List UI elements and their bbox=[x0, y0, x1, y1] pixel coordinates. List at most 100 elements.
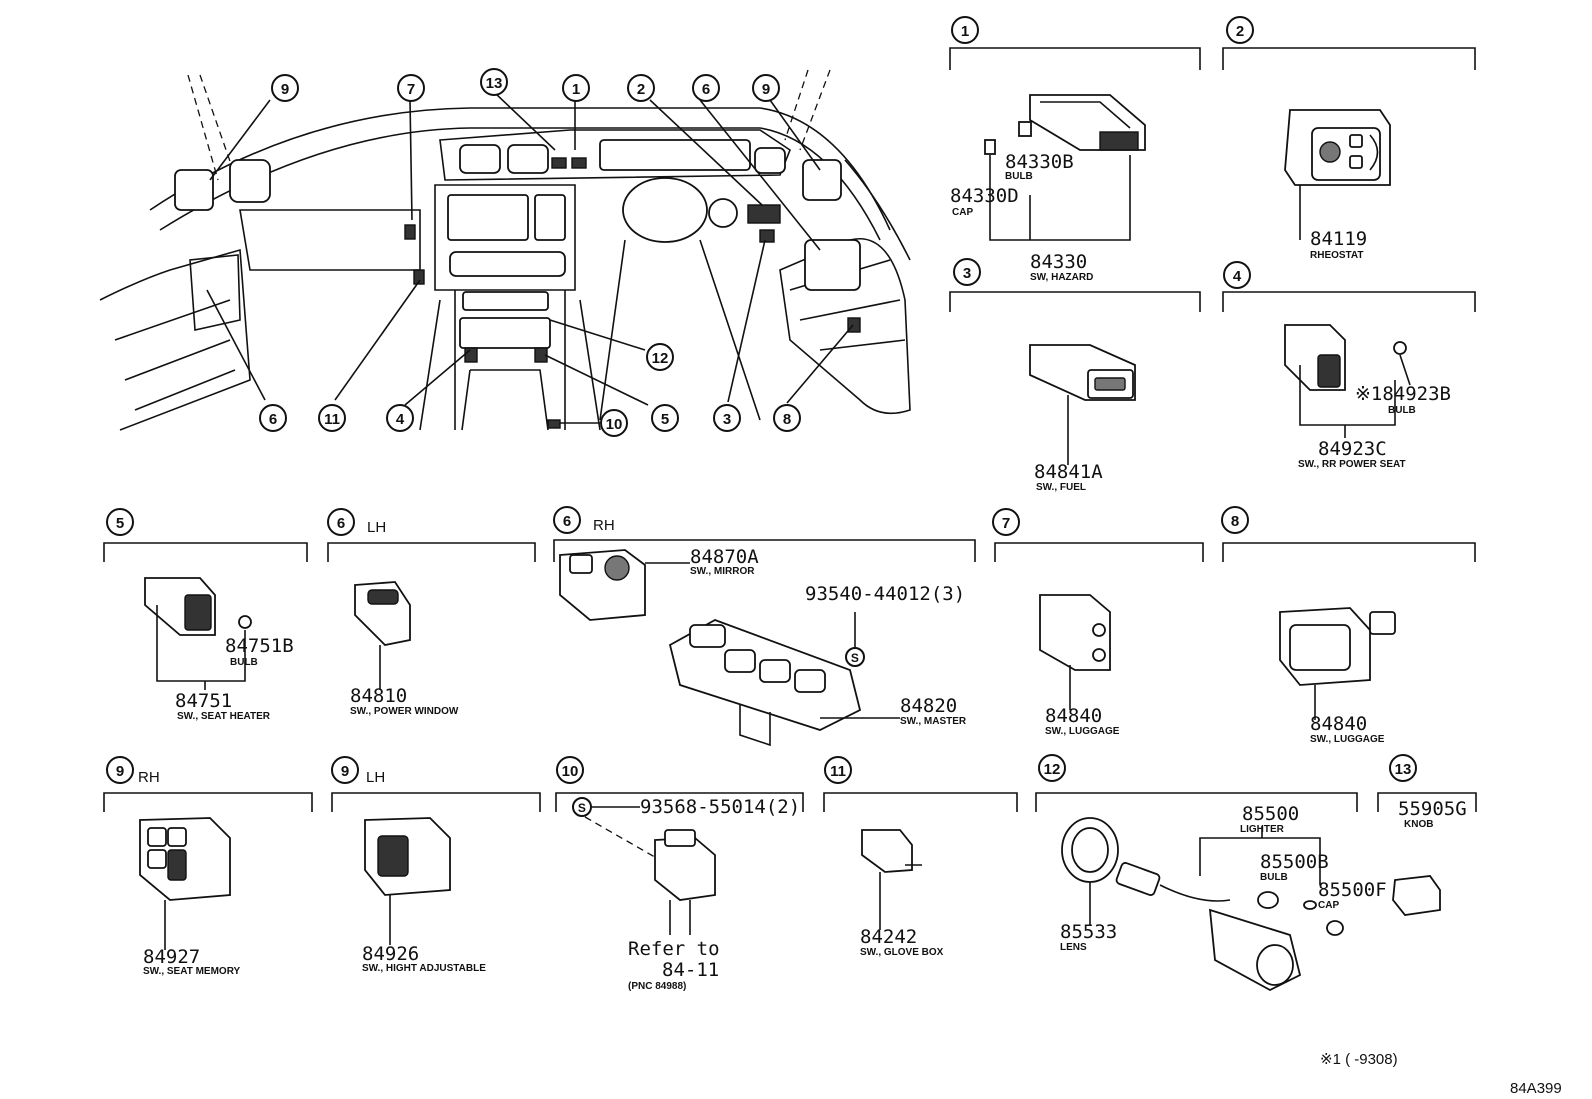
part-84242[interactable]: 84242 bbox=[860, 926, 917, 948]
callout-4[interactable]: 4 bbox=[386, 404, 414, 432]
part-84840-8[interactable]: 84840 bbox=[1310, 713, 1367, 735]
svg-text:6: 6 bbox=[337, 515, 345, 532]
label-rh: RH bbox=[593, 517, 615, 534]
callout-5[interactable]: 5 bbox=[651, 404, 679, 432]
label-rh-9: RH bbox=[138, 769, 160, 786]
part-84820[interactable]: 84820 bbox=[900, 695, 957, 717]
svg-text:8: 8 bbox=[783, 411, 791, 428]
svg-text:10: 10 bbox=[562, 763, 579, 780]
svg-text:6: 6 bbox=[563, 513, 571, 530]
label-sw-luggage-7: SW., LUGGAGE bbox=[1045, 726, 1120, 737]
label-sw-seat-heater: SW., SEAT HEATER bbox=[177, 711, 271, 722]
part-85500F[interactable]: 85500F bbox=[1318, 879, 1387, 901]
section-11-glove-box-switch: 11 84242 SW., GLOVE BOX bbox=[823, 756, 1018, 958]
svg-text:10: 10 bbox=[606, 416, 623, 433]
figure-code: 84A399 bbox=[1510, 1080, 1562, 1097]
label-lh-9: LH bbox=[366, 769, 385, 786]
part-84330[interactable]: 84330 bbox=[1030, 251, 1087, 273]
callout-6-lower[interactable]: 6 bbox=[259, 404, 287, 432]
label-cap: CAP bbox=[952, 207, 973, 218]
part-84927[interactable]: 84927 bbox=[143, 946, 200, 968]
label-cap-12: CAP bbox=[1318, 900, 1339, 911]
part-55905G[interactable]: 55905G bbox=[1398, 798, 1467, 820]
svg-text:9: 9 bbox=[281, 81, 289, 98]
part-84923B[interactable]: ※184923B bbox=[1355, 383, 1451, 405]
label-lh: LH bbox=[367, 519, 386, 536]
label-sw-glove-box: SW., GLOVE BOX bbox=[860, 947, 944, 958]
svg-text:1: 1 bbox=[572, 81, 580, 98]
svg-text:5: 5 bbox=[661, 411, 669, 428]
callout-13[interactable]: 13 bbox=[480, 68, 508, 96]
callout-7[interactable]: 7 bbox=[397, 74, 425, 102]
part-85533[interactable]: 85533 bbox=[1060, 921, 1117, 943]
label-bulb-4: BULB bbox=[1388, 405, 1416, 416]
label-sw-hight-adjustable: SW., HIGHT ADJUSTABLE bbox=[362, 963, 486, 974]
svg-text:4: 4 bbox=[396, 411, 405, 428]
part-84810[interactable]: 84810 bbox=[350, 685, 407, 707]
part-84751[interactable]: 84751 bbox=[175, 690, 232, 712]
callout-9-right[interactable]: 9 bbox=[752, 74, 780, 102]
svg-text:7: 7 bbox=[1002, 515, 1010, 532]
footnote: ※1 ( -9308) bbox=[1320, 1051, 1398, 1068]
label-sw-mirror: SW., MIRROR bbox=[690, 566, 755, 577]
section-8-luggage-switch: 8 84840 SW., LUGGAGE bbox=[1221, 506, 1476, 745]
label-sw-fuel: SW., FUEL bbox=[1036, 482, 1086, 493]
section-13-knob: 13 55905G KNOB bbox=[1377, 754, 1477, 916]
label-refer-to: Refer to bbox=[628, 938, 720, 960]
section-4-rr-power-seat-switch: 4 ※184923B BULB 84923C SW., RR POWER SEA… bbox=[1222, 261, 1476, 470]
callout-12[interactable]: 12 bbox=[646, 343, 674, 371]
section-3-fuel-switch: 3 84841A SW., FUEL bbox=[949, 258, 1201, 493]
label-sw-seat-memory: SW., SEAT MEMORY bbox=[143, 966, 241, 977]
label-sw-hazard: SW, HAZARD bbox=[1030, 272, 1093, 283]
ref-84-11[interactable]: 84-11 bbox=[662, 959, 719, 981]
callout-8[interactable]: 8 bbox=[773, 404, 801, 432]
part-84926[interactable]: 84926 bbox=[362, 943, 419, 965]
dashboard-overview: 9 7 13 1 2 6 9 12 6 11 4 10 5 3 8 bbox=[99, 68, 911, 437]
svg-text:6: 6 bbox=[269, 411, 277, 428]
section-10-relay: 10 S 93568-55014(2) Refer to 84-11 (PNC … bbox=[555, 756, 804, 992]
part-93568-55014[interactable]: 93568-55014(2) bbox=[640, 796, 800, 818]
svg-text:2: 2 bbox=[637, 81, 645, 98]
label-pnc: (PNC 84988) bbox=[628, 981, 686, 992]
svg-text:12: 12 bbox=[1044, 761, 1061, 778]
part-93540-44012[interactable]: 93540-44012(3) bbox=[805, 583, 965, 605]
label-lighter: LIGHTER bbox=[1240, 824, 1285, 835]
section-1-hazard-switch: 1 84330B BULB 84330D CAP 84330 SW, HAZAR… bbox=[949, 16, 1201, 283]
label-lens: LENS bbox=[1060, 942, 1087, 953]
section-12-cigarette-lighter: 12 85533 LENS 85500 LIGHTER 85500B BULB … bbox=[1035, 754, 1387, 992]
svg-text:13: 13 bbox=[1395, 761, 1412, 778]
part-84751B[interactable]: 84751B bbox=[225, 635, 294, 657]
part-85500B[interactable]: 85500B bbox=[1260, 851, 1329, 873]
part-84870A[interactable]: 84870A bbox=[690, 546, 759, 568]
part-84840-7[interactable]: 84840 bbox=[1045, 705, 1102, 727]
part-84841A[interactable]: 84841A bbox=[1034, 461, 1103, 483]
part-85500[interactable]: 85500 bbox=[1242, 803, 1299, 825]
svg-text:13: 13 bbox=[486, 75, 503, 92]
callout-6[interactable]: 6 bbox=[692, 74, 720, 102]
callout-10[interactable]: 10 bbox=[600, 409, 628, 437]
part-84923C[interactable]: 84923C bbox=[1318, 438, 1387, 460]
svg-text:9: 9 bbox=[116, 763, 124, 780]
label-sw-rr-power-seat: SW., RR POWER SEAT bbox=[1298, 459, 1406, 470]
part-84330D[interactable]: 84330D bbox=[950, 185, 1019, 207]
section-6-rh-master-switch: 6 RH 84870A SW., MIRROR S 93540-44012(3)… bbox=[553, 506, 976, 747]
svg-text:2: 2 bbox=[1236, 23, 1244, 40]
label-rheostat: RHEOSTAT bbox=[1310, 250, 1364, 261]
callout-2[interactable]: 2 bbox=[627, 74, 655, 102]
part-84119[interactable]: 84119 bbox=[1310, 228, 1367, 250]
svg-text:3: 3 bbox=[723, 411, 731, 428]
svg-text:11: 11 bbox=[830, 763, 846, 780]
callout-9-left[interactable]: 9 bbox=[271, 74, 299, 102]
part-84330B[interactable]: 84330B bbox=[1005, 151, 1074, 173]
callout-11[interactable]: 11 bbox=[318, 404, 346, 432]
svg-text:3: 3 bbox=[963, 265, 971, 282]
callout-3[interactable]: 3 bbox=[713, 404, 741, 432]
section-9-lh-height-adjust-switch: 9 LH 84926 SW., HIGHT ADJUSTABLE bbox=[331, 756, 541, 974]
svg-text:11: 11 bbox=[324, 411, 340, 428]
callout-1[interactable]: 1 bbox=[562, 74, 590, 102]
label-sw-power-window: SW., POWER WINDOW bbox=[350, 706, 459, 717]
section-2-rheostat: 2 84119 RHEOSTAT bbox=[1222, 16, 1476, 261]
svg-text:6: 6 bbox=[702, 81, 710, 98]
svg-text:1: 1 bbox=[961, 23, 969, 40]
